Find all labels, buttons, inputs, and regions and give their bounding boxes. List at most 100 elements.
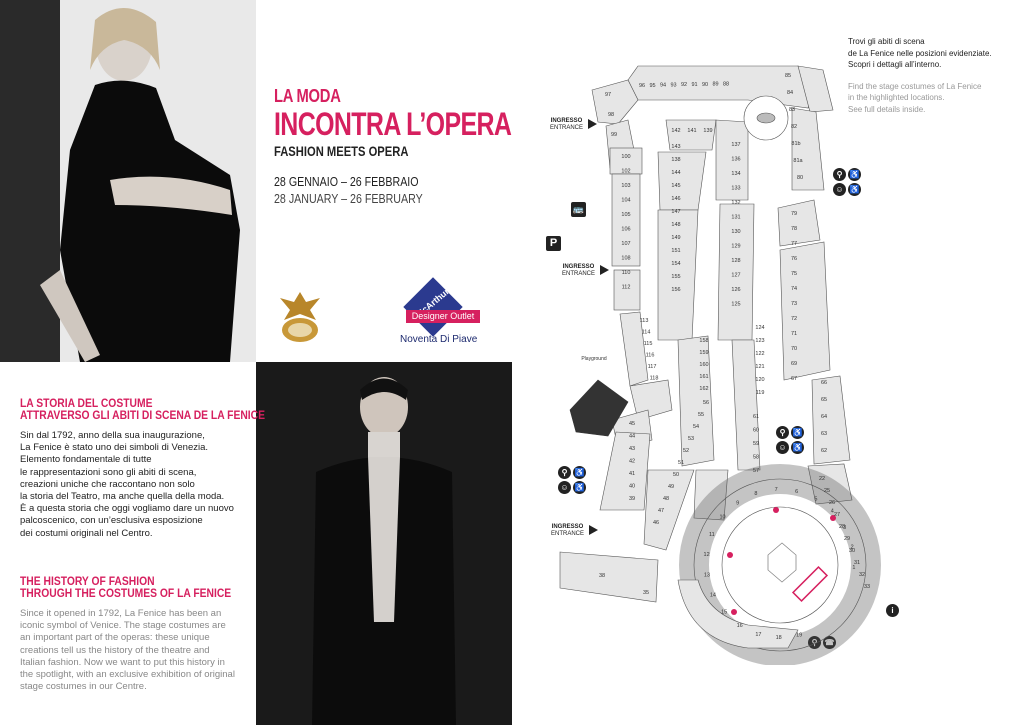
- unit-number-label: 63: [821, 431, 827, 437]
- unit-number-label: 55: [698, 412, 704, 418]
- unit-number-label: 120: [755, 377, 764, 383]
- unit-number-label: 53: [688, 436, 694, 442]
- unit-number-label: 8: [754, 491, 757, 497]
- unit-number-label: 64: [821, 414, 827, 420]
- unit-number-label: 158: [699, 338, 708, 344]
- unit-number-label: 103: [621, 183, 630, 189]
- accessibility-icon: ♿: [573, 466, 586, 479]
- unit-number-label: 136: [731, 157, 740, 163]
- unit-number-label: 44: [629, 434, 635, 440]
- unit-number-label: 13: [704, 573, 710, 579]
- unit-number-label: 41: [629, 471, 635, 477]
- unit-number-label: 56: [703, 400, 709, 406]
- unit-number-label: 134: [731, 171, 740, 177]
- unit-number-label: 17: [755, 632, 761, 638]
- unit-number-label: 137: [731, 142, 740, 148]
- unit-number-label: 88: [723, 81, 729, 87]
- legend-english: Find the stage costumes of La Fenice in …: [848, 81, 982, 114]
- unit-number-label: 29: [844, 536, 850, 542]
- unit-number-label: 122: [755, 351, 764, 357]
- unit-number-label: 148: [671, 222, 680, 228]
- entrance-bottom: INGRESSO ENTRANCE: [551, 524, 598, 537]
- unit-number-label: 58: [753, 455, 759, 461]
- unit-number-label: 138: [671, 157, 680, 163]
- unit-number-label: 71: [791, 331, 797, 337]
- unit-number-label: 99: [611, 132, 617, 138]
- restroom-icon: ⚲: [558, 466, 571, 479]
- entrance-label-en: ENTRANCE: [550, 124, 584, 131]
- unit-number-label: 95: [649, 83, 655, 89]
- story-italian-body: Sin dal 1792, anno della sua inaugurazio…: [20, 430, 234, 539]
- entrance-top: INGRESSO ENTRANCE: [550, 118, 597, 131]
- unit-number-label: 30: [849, 548, 855, 554]
- unit-number-label: 43: [629, 446, 635, 452]
- unit-number-label: 128: [731, 258, 740, 264]
- unit-number-label: 131: [731, 215, 740, 221]
- unit-number-label: 100: [621, 154, 630, 160]
- unit-number-label: 142: [671, 128, 680, 134]
- entrance-label-it: INGRESSO: [550, 118, 583, 124]
- unit-number-label: 114: [642, 330, 651, 336]
- unit-number-label: 46: [653, 520, 659, 526]
- unit-number-label: 79: [791, 211, 797, 217]
- unit-number-label: 108: [621, 256, 630, 262]
- unit-number-label: 125: [731, 302, 740, 308]
- unit-number-label: 160: [699, 362, 708, 368]
- story-italian: LA STORIA DEL COSTUME ATTRAVERSO GLI ABI…: [20, 396, 265, 540]
- unit-number-label: 45: [629, 421, 635, 427]
- unit-number-label: 1: [852, 565, 855, 571]
- designer-outlet-bar: Designer Outlet: [406, 310, 480, 323]
- unit-number-label: 132: [731, 200, 740, 206]
- unit-number-label: 145: [671, 183, 680, 189]
- unit-number-label: 50: [673, 472, 679, 478]
- unit-number-label: 6: [795, 489, 798, 495]
- unit-number-label: 66: [821, 380, 827, 386]
- unit-number-label: 15: [721, 610, 727, 616]
- woman-silhouette: [0, 0, 256, 362]
- unit-number-label: 159: [699, 350, 708, 356]
- unit-number-label: 151: [671, 248, 680, 254]
- unit-number-label: 67: [791, 376, 797, 382]
- phone-icon: ☎: [823, 636, 836, 649]
- unit-number-label: 91: [691, 82, 697, 88]
- unit-number-label: 27: [834, 512, 840, 518]
- baby-change-icon: ☺: [558, 481, 571, 494]
- unit-number-label: 18: [776, 635, 782, 641]
- unit-number-label: 70: [791, 346, 797, 352]
- entrance-arrow-icon: [589, 525, 598, 535]
- unit-number-label: 115: [644, 341, 653, 347]
- accessibility-icon: ♿: [791, 426, 804, 439]
- unit-number-label: 133: [731, 186, 740, 192]
- entrance-label-it: INGRESSO: [562, 264, 595, 270]
- unit-number-label: 90: [702, 82, 708, 88]
- unit-number-label: 3: [843, 525, 846, 531]
- playground-label: Playground: [581, 356, 607, 362]
- entrance-label-en: ENTRANCE: [551, 530, 585, 537]
- entrance-label-it: INGRESSO: [551, 524, 584, 530]
- date-italian: 28 GENNAIO – 26 FEBBRAIO: [274, 174, 419, 189]
- unit-number-label: 35: [643, 590, 649, 596]
- entrance-label-en: ENTRANCE: [562, 270, 596, 277]
- unit-number-label: 14: [710, 592, 716, 598]
- unit-number-label: 117: [648, 364, 657, 370]
- accessibility-icon: ♿: [848, 183, 861, 196]
- accessibility-icon: ♿: [791, 441, 804, 454]
- unit-number-label: 52: [683, 448, 689, 454]
- unit-number-label: 77: [791, 241, 797, 247]
- unit-number-label: 149: [671, 235, 680, 241]
- unit-number-label: 107: [621, 241, 630, 247]
- unit-number-label: 80: [797, 175, 803, 181]
- story-italian-title-1: LA STORIA DEL COSTUME: [20, 396, 153, 410]
- restroom-icon: ⚲: [808, 636, 821, 649]
- unit-number-label: 116: [646, 353, 655, 359]
- headline-block: LA MODA INCONTRA L’OPERA FASHION MEETS O…: [274, 86, 512, 159]
- unit-number-label: 78: [791, 226, 797, 232]
- map-legend: Trovi gli abiti di scena de La Fenice ne…: [848, 36, 1018, 115]
- entrance-arrow-icon: [588, 119, 597, 129]
- headline-title: INCONTRA L’OPERA: [274, 106, 512, 142]
- unit-number-label: 110: [622, 270, 631, 276]
- unit-number-label: 48: [663, 496, 669, 502]
- la-fenice-logo: [276, 290, 324, 346]
